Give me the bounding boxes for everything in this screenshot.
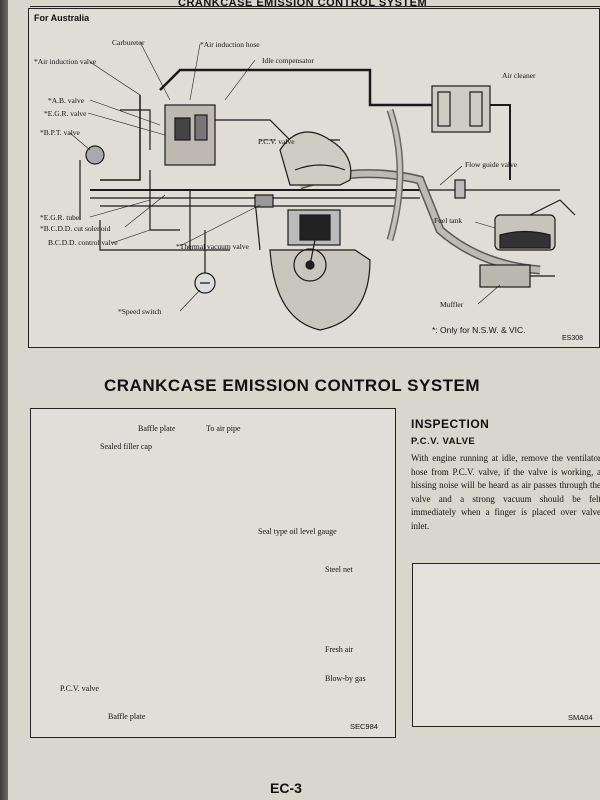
label-egr-valve: *E.G.R. valve bbox=[44, 109, 87, 118]
label-pcv-valve-bottom: P.C.V. valve bbox=[60, 684, 99, 693]
air-cleaner-shape bbox=[431, 85, 491, 133]
label-sealed-filler-cap: Sealed filler cap bbox=[100, 442, 152, 451]
label-bcdd-cut-solenoid: *B.C.D.D. cut solenoid bbox=[40, 224, 111, 233]
page-header: CRANKCASE EMISSION CONTROL SYSTEM bbox=[178, 0, 428, 9]
label-idle-compensator: Idle compensator bbox=[262, 56, 314, 65]
label-pcv-valve-top: P.C.V. valve bbox=[258, 137, 295, 146]
label-speed-switch: *Speed switch bbox=[118, 307, 162, 316]
diagram-note: *: Only for N.S.W. & VIC. bbox=[432, 325, 526, 335]
label-ab-valve: *A.B. valve bbox=[48, 96, 85, 105]
label-air-induction-valve: *Air induction valve bbox=[34, 57, 97, 66]
label-egr-tube: *E.G.R. tube bbox=[40, 213, 80, 222]
page-number: EC-3 bbox=[270, 780, 302, 796]
label-to-air-pipe: To air pipe bbox=[206, 424, 241, 433]
section-title: CRANKCASE EMISSION CONTROL SYSTEM bbox=[104, 376, 481, 395]
label-carburetor: Carburetor bbox=[112, 38, 145, 47]
label-bcdd-control-valve: B.C.D.D. control valve bbox=[48, 238, 118, 247]
label-thermal-vacuum-valve: *Thermal vacuum valve bbox=[176, 242, 249, 251]
figure-code-bottom: SEC984 bbox=[350, 722, 378, 731]
label-flow-guide-valve: Flow guide valve bbox=[465, 160, 518, 169]
label-fuel-tank: Fuel tank bbox=[434, 216, 463, 225]
label-air-cleaner: Air cleaner bbox=[502, 71, 536, 80]
figure-code-top: ES308 bbox=[562, 335, 584, 342]
header-rule bbox=[30, 6, 600, 7]
label-muffler: Muffler bbox=[440, 300, 464, 309]
region-label: For Australia bbox=[34, 13, 90, 23]
label-oil-level-gauge: Seal type oil level gauge bbox=[258, 527, 337, 536]
pcv-valve-subheading: P.C.V. VALVE bbox=[411, 436, 476, 447]
label-baffle-plate-top: Baffle plate bbox=[138, 424, 176, 433]
legend-fresh-air: Fresh air bbox=[325, 645, 354, 654]
label-baffle-plate-bottom: Baffle plate bbox=[108, 712, 146, 721]
label-air-induction-hose: *Air induction hose bbox=[200, 40, 260, 49]
legend-blow-by-gas: Blow-by gas bbox=[325, 674, 366, 683]
crankcase-diagram bbox=[30, 408, 396, 738]
inspection-heading: INSPECTION bbox=[411, 417, 490, 431]
finger-test-figure bbox=[412, 563, 600, 727]
label-steel-net: Steel net bbox=[325, 565, 353, 574]
inspection-text: With engine running at idle, remove the … bbox=[411, 453, 600, 531]
figure-code-finger: SMA04 bbox=[568, 713, 593, 722]
label-bpt-valve: *B.P.T. valve bbox=[40, 128, 80, 137]
